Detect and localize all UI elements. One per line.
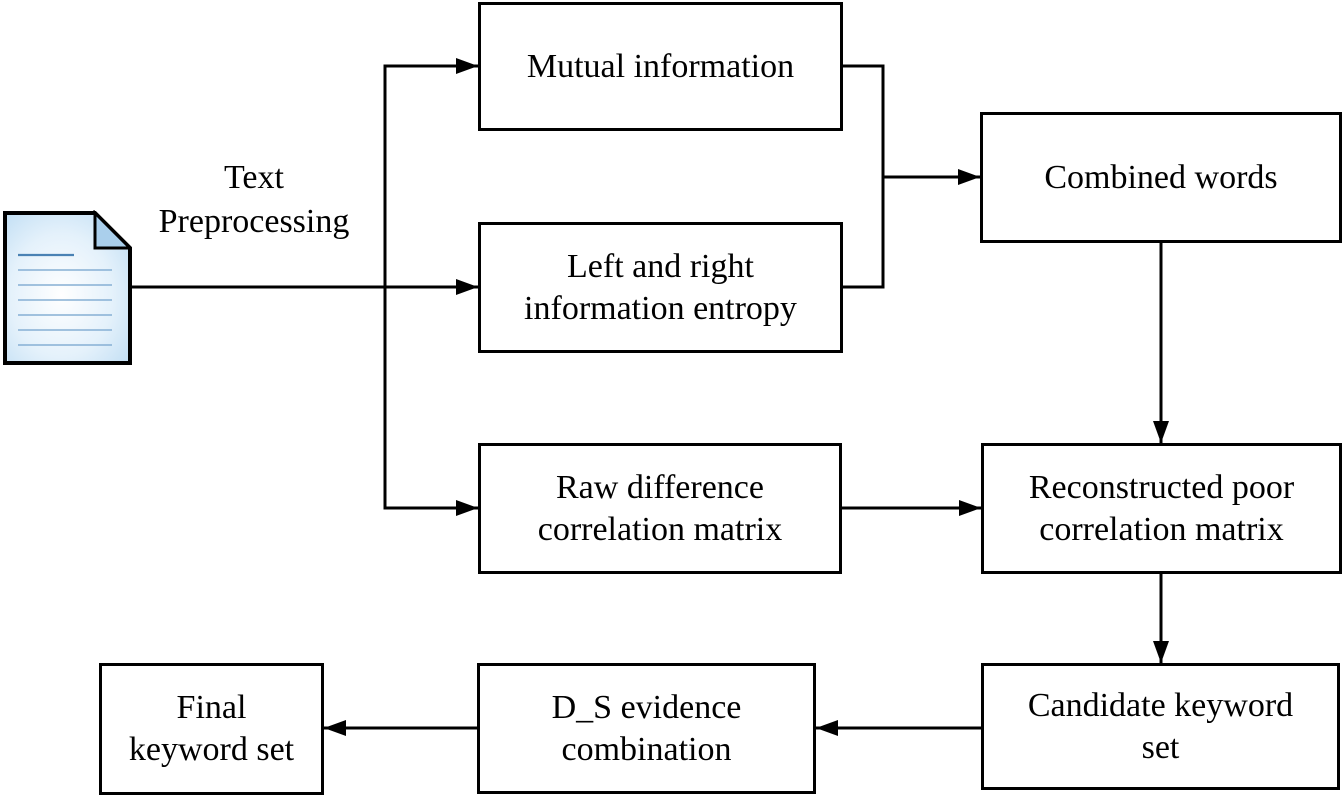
document-page <box>3 211 132 365</box>
node-final-keyword-set: Final keyword set <box>99 663 324 795</box>
node-raw-difference-correlation-matrix: Raw difference correlation matrix <box>478 443 842 574</box>
document-text-lines <box>18 253 112 346</box>
document-fold <box>93 210 132 250</box>
edge-label-text-preprocessing: Text Preprocessing <box>158 159 350 240</box>
node-left-right-information-entropy: Left and right information entropy <box>478 222 843 353</box>
edge-document-to-rawdiff <box>383 287 478 516</box>
edge-document-to-mutual <box>383 58 478 287</box>
node-reconstructed-poor-correlation-matrix: Reconstructed poor correlation matrix <box>981 443 1342 574</box>
node-combined-words: Combined words <box>980 112 1342 243</box>
node-ds-evidence-combination: D_S evidence combination <box>477 663 816 794</box>
document-icon <box>3 210 132 365</box>
node-candidate-keyword-set: Candidate keyword set <box>981 663 1340 790</box>
node-mutual-information: Mutual information <box>478 2 843 131</box>
edge-merge-bracket <box>843 64 885 289</box>
